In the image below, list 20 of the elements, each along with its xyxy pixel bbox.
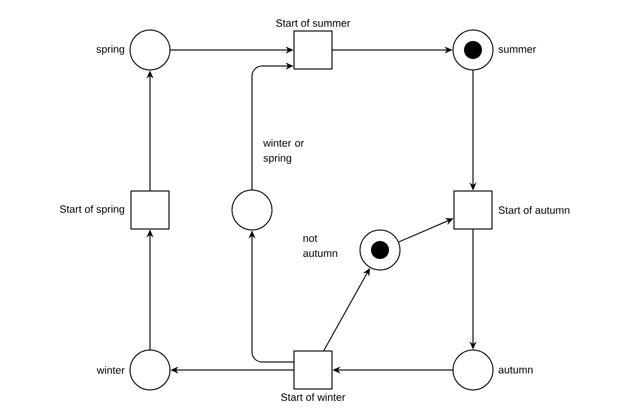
node-label: Start of winter (281, 393, 346, 401)
transition-box (294, 30, 332, 70)
node-label: Start of autumn (498, 206, 570, 214)
place-circle (232, 190, 272, 230)
node-label: winter or spring (263, 139, 304, 164)
node-label: Start of spring (60, 205, 124, 215)
transition-box (294, 350, 332, 390)
node-label: winter (96, 366, 125, 374)
node-label: autumn (498, 366, 533, 374)
node-label: summer (498, 47, 536, 53)
place-circle (360, 230, 400, 270)
place-circle (130, 350, 170, 390)
transition-box (454, 190, 492, 230)
node-label: spring (96, 45, 124, 55)
place-circle (452, 350, 494, 390)
place-circle (130, 30, 170, 70)
node-label: Start of summer (276, 19, 350, 27)
node-label: not autumn (303, 235, 338, 257)
place-circle (452, 30, 494, 70)
transition-box (130, 190, 170, 230)
